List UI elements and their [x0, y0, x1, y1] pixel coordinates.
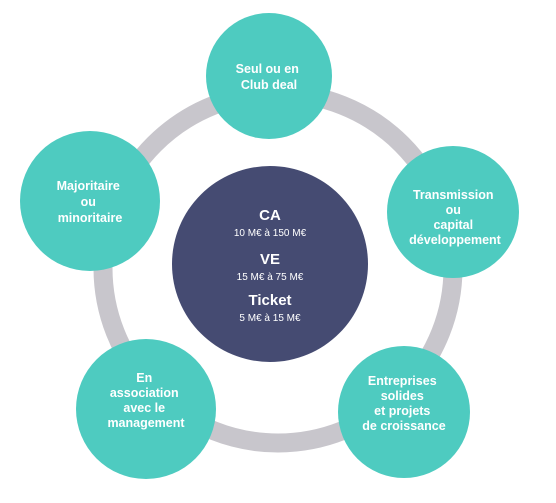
- metric-ve-range: 15 M€ à 75 M€: [237, 272, 304, 283]
- label-line: ou: [446, 203, 461, 217]
- metric-ca-range: 10 M€ à 150 M€: [234, 228, 307, 239]
- satellite-label: Transmission ou capital développement: [409, 188, 502, 247]
- satellite-circle: [338, 346, 470, 478]
- satellite-transmission: Transmission ou capital développement: [387, 146, 519, 278]
- label-line: avec le: [123, 401, 165, 415]
- satellite-label: En association avec le management: [107, 371, 185, 430]
- label-line: management: [107, 416, 185, 430]
- label-line: Entreprises: [368, 374, 437, 388]
- center-metrics: CA 10 M€ à 150 M€ VE 15 M€ à 75 M€ Ticke…: [234, 207, 307, 324]
- metric-ve-label: VE: [260, 251, 280, 268]
- satellite-circle: [76, 339, 216, 479]
- satellite-majoritaire: Majoritaire ou minoritaire: [20, 131, 160, 271]
- label-line: ou: [81, 195, 96, 209]
- satellite-entreprises: Entreprises solides et projets de croiss…: [338, 346, 470, 478]
- satellite-label: Majoritaire ou minoritaire: [57, 179, 124, 225]
- label-line: minoritaire: [58, 211, 123, 225]
- label-line: Seul ou en: [236, 62, 299, 76]
- label-line: solides: [381, 389, 424, 403]
- label-line: développement: [409, 233, 502, 247]
- satellite-circle: [20, 131, 160, 271]
- label-line: Transmission: [413, 188, 494, 202]
- label-line: de croissance: [362, 419, 445, 433]
- satellite-association: En association avec le management: [76, 339, 216, 479]
- metric-ticket-range: 5 M€ à 15 M€: [239, 313, 301, 324]
- satellite-circle: [387, 146, 519, 278]
- center-circle: [172, 166, 368, 362]
- satellite-club-deal: Seul ou en Club deal: [206, 13, 332, 139]
- label-line: capital: [433, 218, 473, 232]
- satellite-circle: [206, 13, 332, 139]
- metric-ticket-label: Ticket: [248, 292, 291, 309]
- satellite-label: Entreprises solides et projets de croiss…: [362, 374, 445, 433]
- label-line: Majoritaire: [57, 179, 120, 193]
- label-line: En: [136, 371, 152, 385]
- satellite-label: Seul ou en Club deal: [236, 62, 303, 92]
- label-line: Club deal: [241, 78, 297, 92]
- metric-ca-label: CA: [259, 207, 281, 224]
- label-line: et projets: [374, 404, 430, 418]
- label-line: association: [110, 386, 179, 400]
